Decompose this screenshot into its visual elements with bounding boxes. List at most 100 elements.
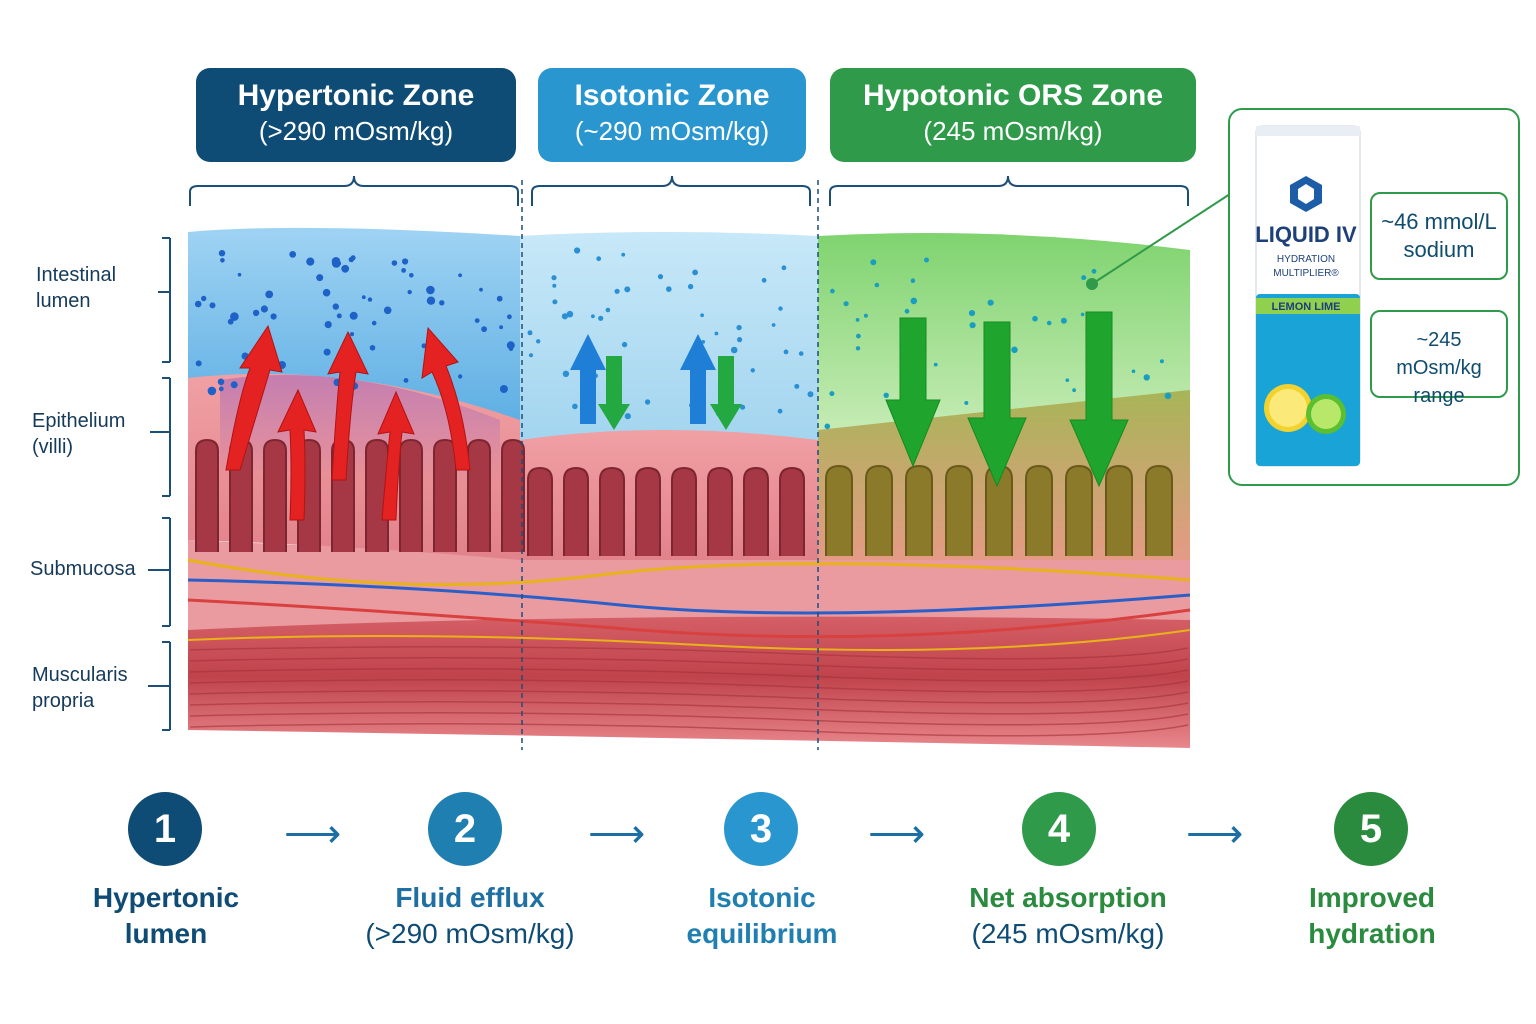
solute-dot xyxy=(323,348,331,356)
solute-dot xyxy=(1159,359,1164,364)
layer-label-submucosa: Submucosa xyxy=(30,556,136,582)
solute-dot xyxy=(1131,369,1136,374)
layer-brackets xyxy=(148,237,171,731)
solute-dot xyxy=(562,370,570,377)
solute-dot xyxy=(551,275,557,281)
solute-dot xyxy=(968,310,976,317)
layer-label-lumen: Intestinal lumen xyxy=(36,262,116,314)
layer-label-line: (villi) xyxy=(32,436,74,458)
villus-crypt xyxy=(527,466,553,556)
absorption-arrows xyxy=(885,311,1129,488)
zone-header-hypotonic: Hypotonic ORS Zone (245 mOsm/kg) xyxy=(830,68,1196,162)
zone-title: Isotonic Zone xyxy=(574,79,770,112)
solute-dot xyxy=(316,274,324,282)
iso-arrow-down xyxy=(710,356,742,430)
solute-dot xyxy=(341,264,350,273)
solute-dot xyxy=(499,325,503,330)
villus-crypt xyxy=(707,466,733,556)
step-label-line: (>290 mOsm/kg) xyxy=(365,918,575,949)
absorb-arrow xyxy=(1069,311,1129,488)
muscle-fiber xyxy=(189,679,1189,693)
solute-dot xyxy=(527,330,533,336)
villus-crypt xyxy=(195,438,219,552)
product-line1: HYDRATION xyxy=(1277,254,1335,265)
epithelium-purple-tint xyxy=(220,375,500,480)
efflux-arrow xyxy=(377,390,415,521)
solute-dot xyxy=(552,299,558,305)
solute-dot xyxy=(1164,392,1172,400)
solute-dot xyxy=(458,273,462,278)
villus-crypt xyxy=(365,438,389,552)
villus-crypt xyxy=(1025,464,1053,556)
step-3-label: Isotonic equilibrium xyxy=(632,880,892,952)
solute-dot xyxy=(778,306,783,311)
product-brand: LIQUID IV xyxy=(1255,222,1357,247)
lemon-lime-icon xyxy=(1264,384,1346,434)
solute-dot xyxy=(260,305,268,313)
solute-dot xyxy=(605,307,611,313)
solute-dot xyxy=(591,314,595,319)
solute-dot xyxy=(383,306,392,315)
solute-dot xyxy=(227,318,234,325)
solute-dot xyxy=(324,321,332,329)
step-5-label: Improved hydration xyxy=(1242,880,1502,952)
step-4-circle: 4 xyxy=(1022,792,1096,866)
solute-dot xyxy=(910,278,916,284)
villus-crypt xyxy=(671,466,697,556)
step-label-line: hydration xyxy=(1308,918,1436,949)
step-label-line: equilibrium xyxy=(686,918,838,949)
solute-dot xyxy=(426,285,435,295)
step-5-circle: 5 xyxy=(1334,792,1408,866)
solute-dot xyxy=(369,345,376,351)
product-connector xyxy=(1086,193,1231,290)
solute-dot xyxy=(714,331,719,336)
solute-dot xyxy=(621,341,628,348)
solute-dot xyxy=(499,385,508,393)
callout-sodium-line1: ~46 mmol/L xyxy=(1381,209,1497,234)
solute-dot xyxy=(856,333,861,339)
step-arrow-icon: ⟶ xyxy=(1186,812,1244,856)
step-2-label: Fluid efflux (>290 mOsm/kg) xyxy=(340,880,600,952)
solute-dot xyxy=(336,313,342,319)
solute-dot xyxy=(218,250,226,257)
villus-crypt xyxy=(1065,464,1093,556)
solute-dot xyxy=(237,272,242,277)
solute-dot xyxy=(230,312,239,321)
solute-dot xyxy=(195,360,202,367)
villus-crypt xyxy=(467,438,491,552)
callout-osm-line2: range xyxy=(1413,385,1465,407)
solute-dot xyxy=(479,287,483,292)
muscle-fiber xyxy=(189,712,1189,726)
step-label-line: Net absorption xyxy=(969,882,1167,913)
solute-dot xyxy=(217,378,225,386)
step-label-line: (245 mOsm/kg) xyxy=(971,918,1165,949)
isotonic-arrows xyxy=(570,334,742,430)
solute-dot xyxy=(1091,268,1097,274)
solute-dot xyxy=(700,313,704,318)
zone-subtitle: (~290 mOsm/kg) xyxy=(574,116,770,146)
solute-dot xyxy=(863,313,868,318)
solute-dot xyxy=(824,423,831,430)
step-arrow-icon: ⟶ xyxy=(588,812,646,856)
layer-label-line: propria xyxy=(32,690,95,712)
zone-subtitle: (245 mOsm/kg) xyxy=(923,116,1103,146)
vessels xyxy=(187,558,1191,651)
efflux-arrow xyxy=(327,330,369,481)
solute-dot xyxy=(730,346,738,354)
solute-dot xyxy=(1011,346,1018,354)
solute-dot xyxy=(987,299,994,306)
solute-dot xyxy=(371,320,377,326)
villus-crypt xyxy=(945,464,973,556)
step-label-line: lumen xyxy=(124,918,208,949)
solute-dot xyxy=(349,332,355,337)
solute-dot xyxy=(409,273,414,278)
step-arrow-icon: ⟶ xyxy=(868,812,926,856)
solute-dot xyxy=(289,251,297,258)
step-label-line: Hypertonic xyxy=(92,882,240,913)
muscle-fiber xyxy=(189,657,1189,671)
solute-dot xyxy=(439,300,445,306)
solute-dot xyxy=(220,258,225,263)
solute-dot xyxy=(1080,312,1085,317)
step-4-label: Net absorption (245 mOsm/kg) xyxy=(938,880,1198,952)
